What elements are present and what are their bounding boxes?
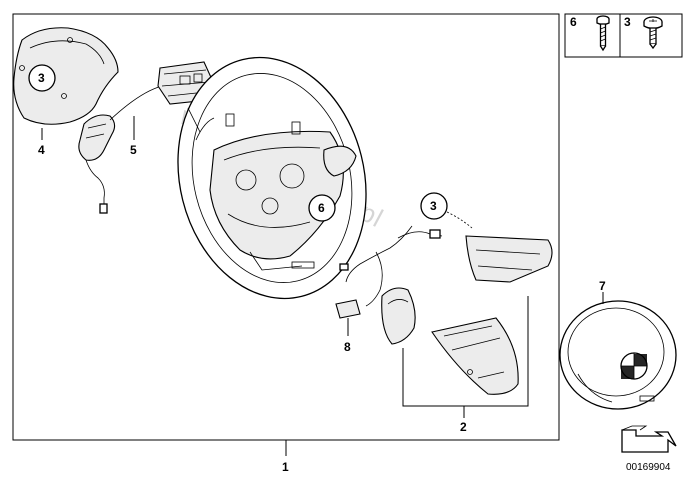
callout-8: 8 bbox=[344, 340, 351, 354]
catalog-number: 00169904 bbox=[626, 462, 671, 473]
callout-ring-3-left bbox=[28, 64, 56, 92]
callout-7: 7 bbox=[599, 279, 606, 293]
fastener-panel: 6 3 bbox=[564, 13, 683, 58]
callout-6-ring: 6 bbox=[318, 201, 325, 215]
steering-column-shroud: 3 bbox=[13, 27, 119, 125]
callout-4: 4 bbox=[38, 143, 45, 157]
callout-1: 1 bbox=[282, 460, 289, 474]
fastener-label-6: 6 bbox=[570, 15, 577, 29]
callout-2: 2 bbox=[460, 420, 467, 434]
callout-ring-6 bbox=[308, 194, 336, 222]
wiring-harness bbox=[335, 225, 443, 319]
direction-arrow-icon bbox=[621, 425, 677, 453]
steering-switch-module bbox=[78, 85, 163, 214]
callout-3-top: 3 bbox=[430, 199, 437, 213]
leader-2 bbox=[402, 296, 529, 407]
flange-screw-icon bbox=[643, 16, 663, 50]
airbag-module bbox=[559, 300, 677, 410]
fastener-label-3: 3 bbox=[624, 15, 631, 29]
callout-ring-3-top bbox=[420, 192, 448, 220]
screw-icon bbox=[596, 15, 610, 52]
steering-wheel: 6 bbox=[177, 56, 367, 300]
trim-cover-lower bbox=[431, 317, 519, 395]
trim-cover-left bbox=[381, 287, 416, 345]
callout-3-left: 3 bbox=[38, 71, 45, 85]
callout-5: 5 bbox=[130, 143, 137, 157]
trim-cover-upper bbox=[465, 235, 553, 283]
